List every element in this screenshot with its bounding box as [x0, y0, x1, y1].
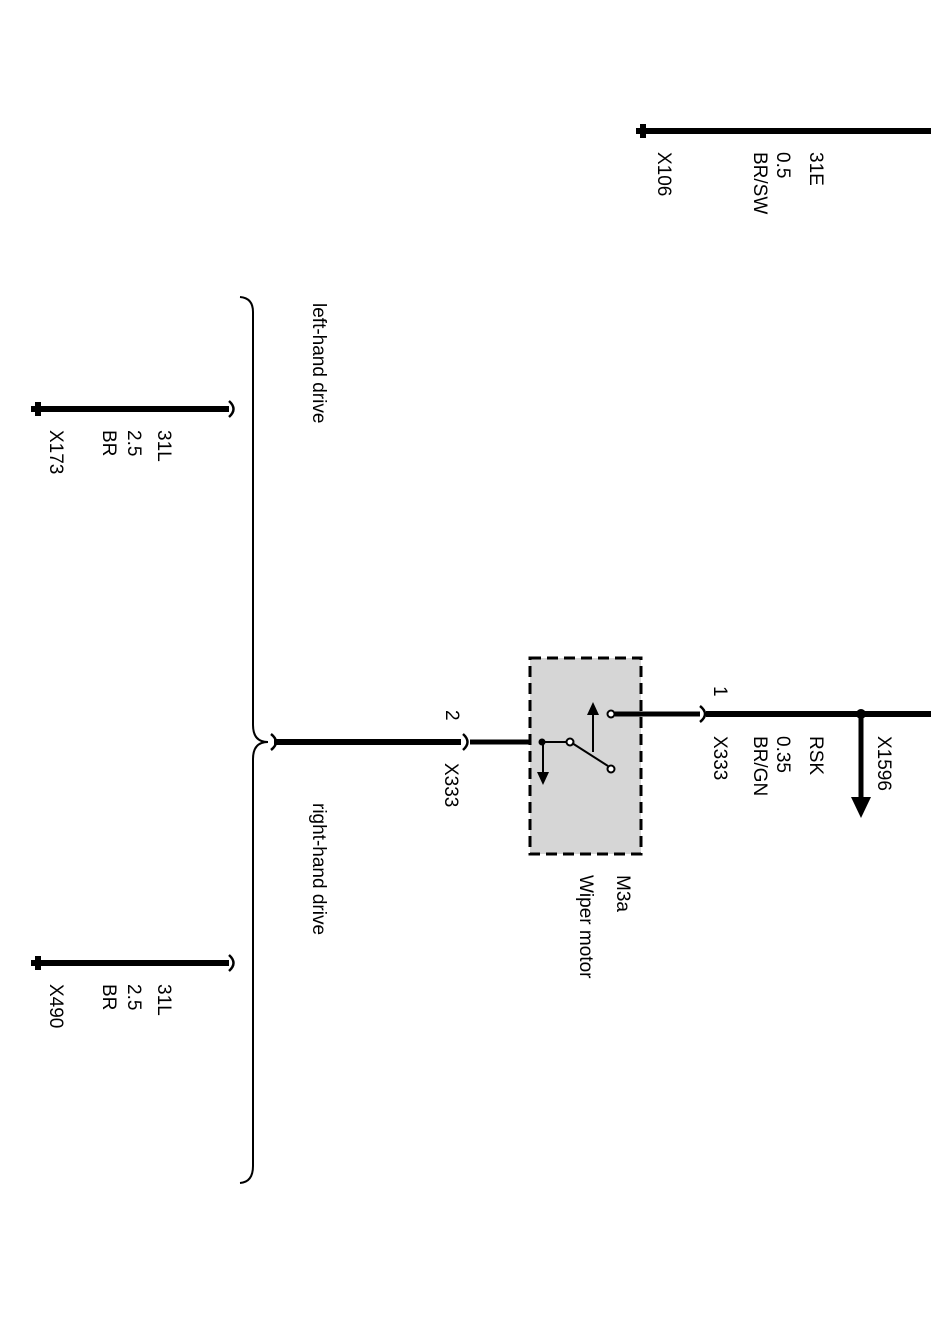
wire-gauge-label: 0.35 — [772, 736, 793, 773]
brace-icon — [239, 296, 269, 1184]
wire-gauge-label: 2.5 — [123, 430, 144, 456]
continuation-arrow-icon — [851, 797, 871, 818]
splice-x1596-label: X1596 — [873, 736, 894, 791]
wire-color-label: BR/SW — [749, 152, 770, 214]
connector-x490-label: X490 — [45, 984, 66, 1028]
wire-color-label: BR — [98, 984, 119, 1010]
signal-wire-rsk-group: 1 X333 BR/GN 0.35 RSK X1596 — [699, 686, 931, 818]
terminal-31l-label: 31L — [153, 430, 174, 462]
switch-contact-icon — [606, 764, 616, 774]
connector-x333-pin1-icon — [699, 705, 707, 723]
ground-terminal-x490-icon — [35, 956, 41, 970]
wire-gauge-label: 0.5 — [772, 152, 793, 178]
wiper-motor-box — [528, 656, 643, 856]
down-arrow-icon — [537, 772, 549, 785]
wire-color-label: BR/GN — [749, 736, 770, 796]
connector-x333-pin2-icon — [462, 733, 469, 751]
connector-x106-label: X106 — [653, 152, 674, 196]
variant-brace: left-hand drive right-hand drive — [239, 296, 329, 1184]
ground-x173-group: X173 BR 2.5 31L — [31, 400, 235, 474]
connector-x333-label: X333 — [440, 763, 461, 807]
motor-ground-wire-group: 2 X333 — [270, 710, 542, 807]
ground-terminal-tip-icon — [636, 128, 641, 134]
terminal-31e-label: 31E — [805, 152, 826, 186]
signal-name-label: RSK — [805, 736, 826, 775]
switch-contact-icon — [606, 709, 616, 719]
pin-2-label: 2 — [441, 710, 462, 721]
ground-terminal-tip-icon — [31, 960, 36, 966]
rhd-label: right-hand drive — [308, 803, 329, 935]
wire-gauge-label: 2.5 — [123, 984, 144, 1010]
up-arrow-icon — [587, 702, 599, 715]
terminal-31l-label: 31L — [153, 984, 174, 1016]
component-id-label: M3a — [612, 875, 633, 912]
ground-terminal-tip-icon — [31, 406, 36, 412]
connector-x333-label: X333 — [709, 736, 730, 780]
ground-x106-group: X106 BR/SW 0.5 31E — [636, 124, 931, 214]
connector-x333-pin2-icon — [270, 733, 278, 751]
pin-1-label: 1 — [709, 686, 730, 697]
lhd-label: left-hand drive — [308, 303, 329, 423]
connector-x173-label: X173 — [45, 430, 66, 474]
wiper-motor-m3a: M3a Wiper motor — [528, 656, 700, 979]
connector-x490-symbol-icon — [228, 954, 235, 972]
ground-x490-group: X490 BR 2.5 31L — [31, 954, 235, 1028]
wire-color-label: BR — [98, 430, 119, 456]
connector-x173-symbol-icon — [228, 400, 235, 418]
component-name-label: Wiper motor — [575, 875, 596, 979]
switch-blade — [571, 742, 609, 767]
ground-terminal-x106-icon — [640, 124, 646, 138]
ground-terminal-x173-icon — [35, 402, 41, 416]
